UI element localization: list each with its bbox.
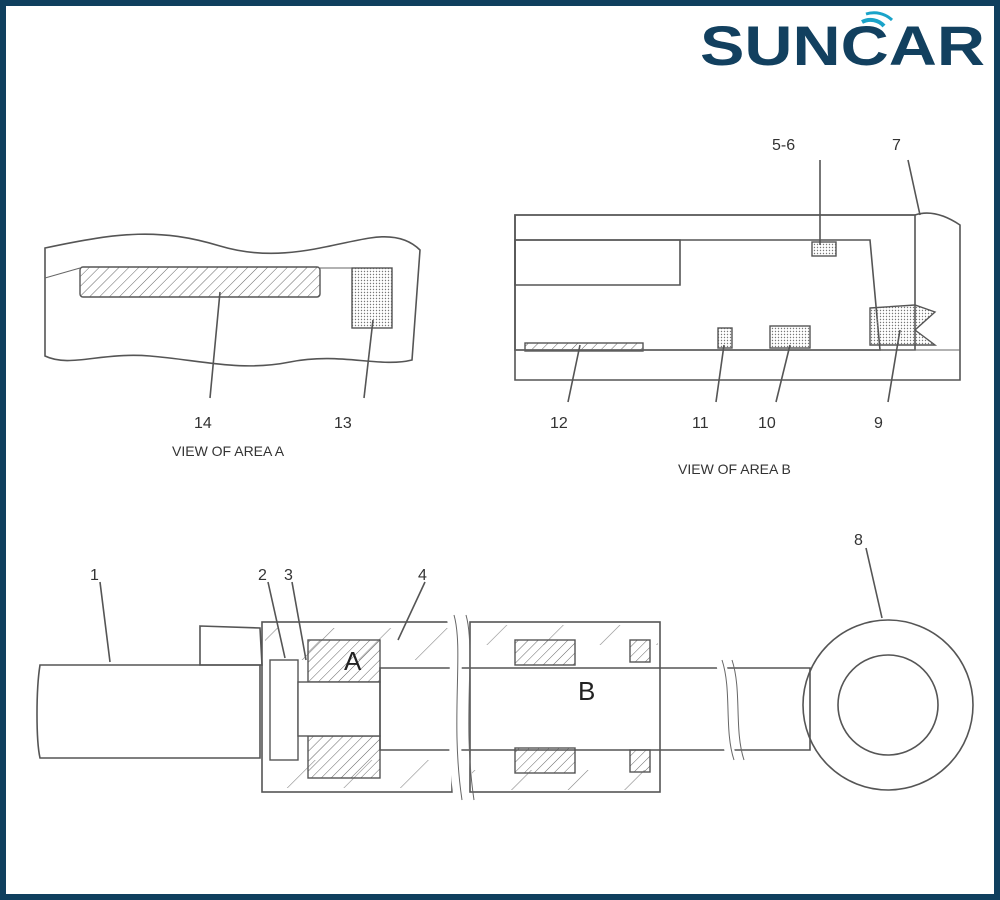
- callout-12: 12: [550, 415, 568, 432]
- callout-5-6: 5-6: [772, 137, 795, 154]
- callout-7: 7: [892, 137, 901, 154]
- view-area-a: 14 13 VIEW OF AREA A: [44, 233, 421, 459]
- callout-8: 8: [854, 532, 863, 549]
- view-b-caption: VIEW OF AREA B: [678, 461, 791, 477]
- callout-9: 9: [874, 415, 883, 432]
- callout-1: 1: [90, 567, 99, 584]
- view-area-b: 5-6 7 12 11 10 9 VIEW OF AREA B: [514, 137, 961, 477]
- callout-10: 10: [758, 415, 776, 432]
- callout-3: 3: [284, 567, 293, 584]
- callout-2: 2: [258, 567, 267, 584]
- cylinder-assembly: 1 2 3 4 8 A B: [36, 532, 974, 801]
- callout-4: 4: [418, 567, 427, 584]
- area-label-b: B: [578, 676, 595, 706]
- logo-arc-icon: [861, 17, 886, 28]
- callout-14: 14: [194, 415, 212, 432]
- callout-11: 11: [692, 415, 709, 432]
- suncar-logo: SUNCAR: [700, 11, 985, 77]
- area-label-a: A: [344, 646, 362, 676]
- logo-text: SUNCAR: [700, 14, 985, 77]
- callout-13: 13: [334, 415, 352, 432]
- view-a-caption: VIEW OF AREA A: [172, 443, 285, 459]
